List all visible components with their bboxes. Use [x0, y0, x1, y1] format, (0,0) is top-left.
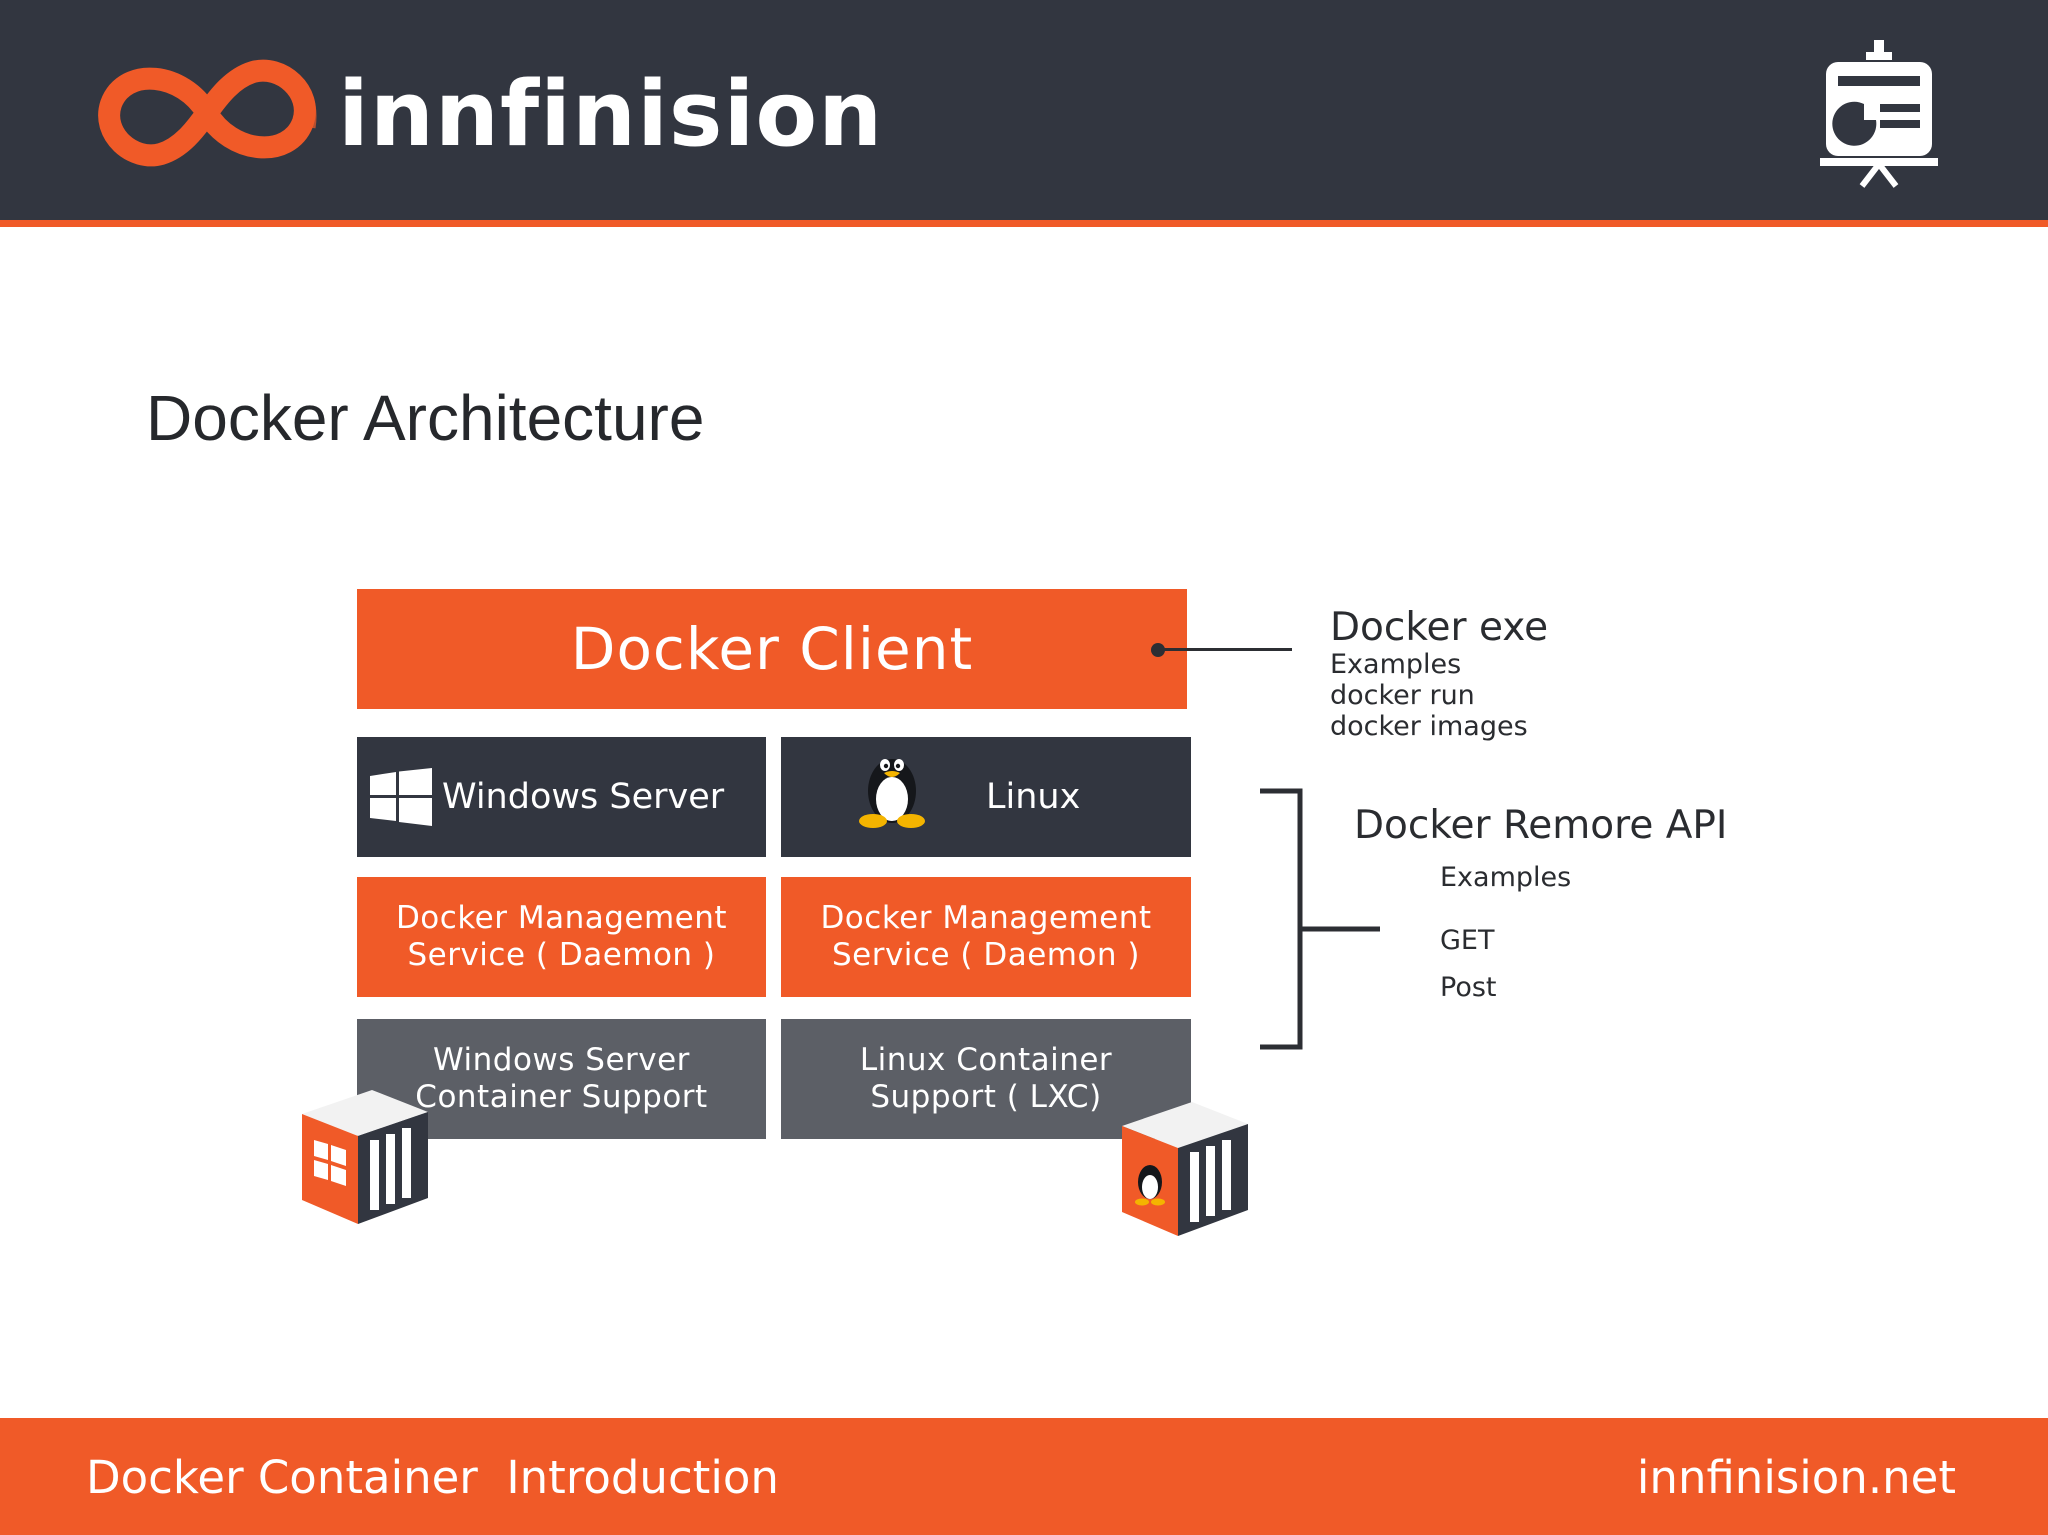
docker-exe-examples-label: Examples [1330, 649, 1462, 680]
windows-container-line2: Container Support [415, 1079, 708, 1115]
windows-container-box-icon [302, 1090, 428, 1224]
windows-logo-icon [370, 768, 432, 826]
linux-daemon-line1: Docker Management [820, 900, 1152, 936]
linux-label: Linux [986, 777, 1081, 817]
windows-daemon-line2: Service ( Daemon ) [407, 937, 716, 973]
tux-penguin-icon [859, 759, 925, 828]
connector-line [1158, 648, 1292, 651]
linux-daemon-block: Docker Management Service ( Daemon ) [781, 877, 1191, 997]
linux-container-line1: Linux Container [859, 1042, 1113, 1078]
windows-daemon-block: Docker Management Service ( Daemon ) [357, 877, 766, 997]
linux-block: Linux [781, 737, 1191, 857]
slide-title: Docker Architecture [146, 382, 705, 454]
footer-bar [0, 1418, 2048, 1535]
docker-client-block: Docker Client [357, 589, 1187, 709]
header-accent-stripe [0, 220, 2048, 227]
remote-api-examples-label: Examples [1440, 862, 1572, 893]
docker-exe-example-item: docker images [1330, 711, 1528, 742]
brand-name: innfinision [338, 62, 884, 167]
remote-api-example-item: GET [1440, 925, 1495, 956]
docker-remote-api-title: Docker Remore API [1354, 803, 1728, 848]
linux-container-box-icon [1122, 1102, 1248, 1236]
windows-daemon-line1: Docker Management [395, 900, 728, 936]
remote-api-example-item: Post [1440, 972, 1497, 1003]
linux-container-support-block: Linux Container Support ( LXC) [781, 1019, 1191, 1139]
infinity-logo-icon [98, 59, 317, 167]
windows-container-line1: Windows Server [433, 1042, 690, 1078]
api-bracket-connector [1260, 788, 1380, 1050]
presentation-board-icon [1820, 40, 1938, 188]
footer-title: Docker Container Introduction [86, 1451, 779, 1504]
header-bar [0, 0, 2048, 220]
windows-server-block: Windows Server [357, 737, 766, 857]
linux-daemon-line2: Service ( Daemon ) [831, 937, 1141, 973]
linux-container-line2: Support ( LXC) [870, 1079, 1102, 1115]
docker-exe-example-item: docker run [1330, 680, 1475, 711]
windows-server-label: Windows Server [442, 777, 725, 817]
docker-exe-title: Docker exe [1330, 605, 1549, 650]
footer-url[interactable]: innfinision.net [1636, 1451, 1956, 1504]
docker-client-label: Docker Client [570, 615, 974, 683]
